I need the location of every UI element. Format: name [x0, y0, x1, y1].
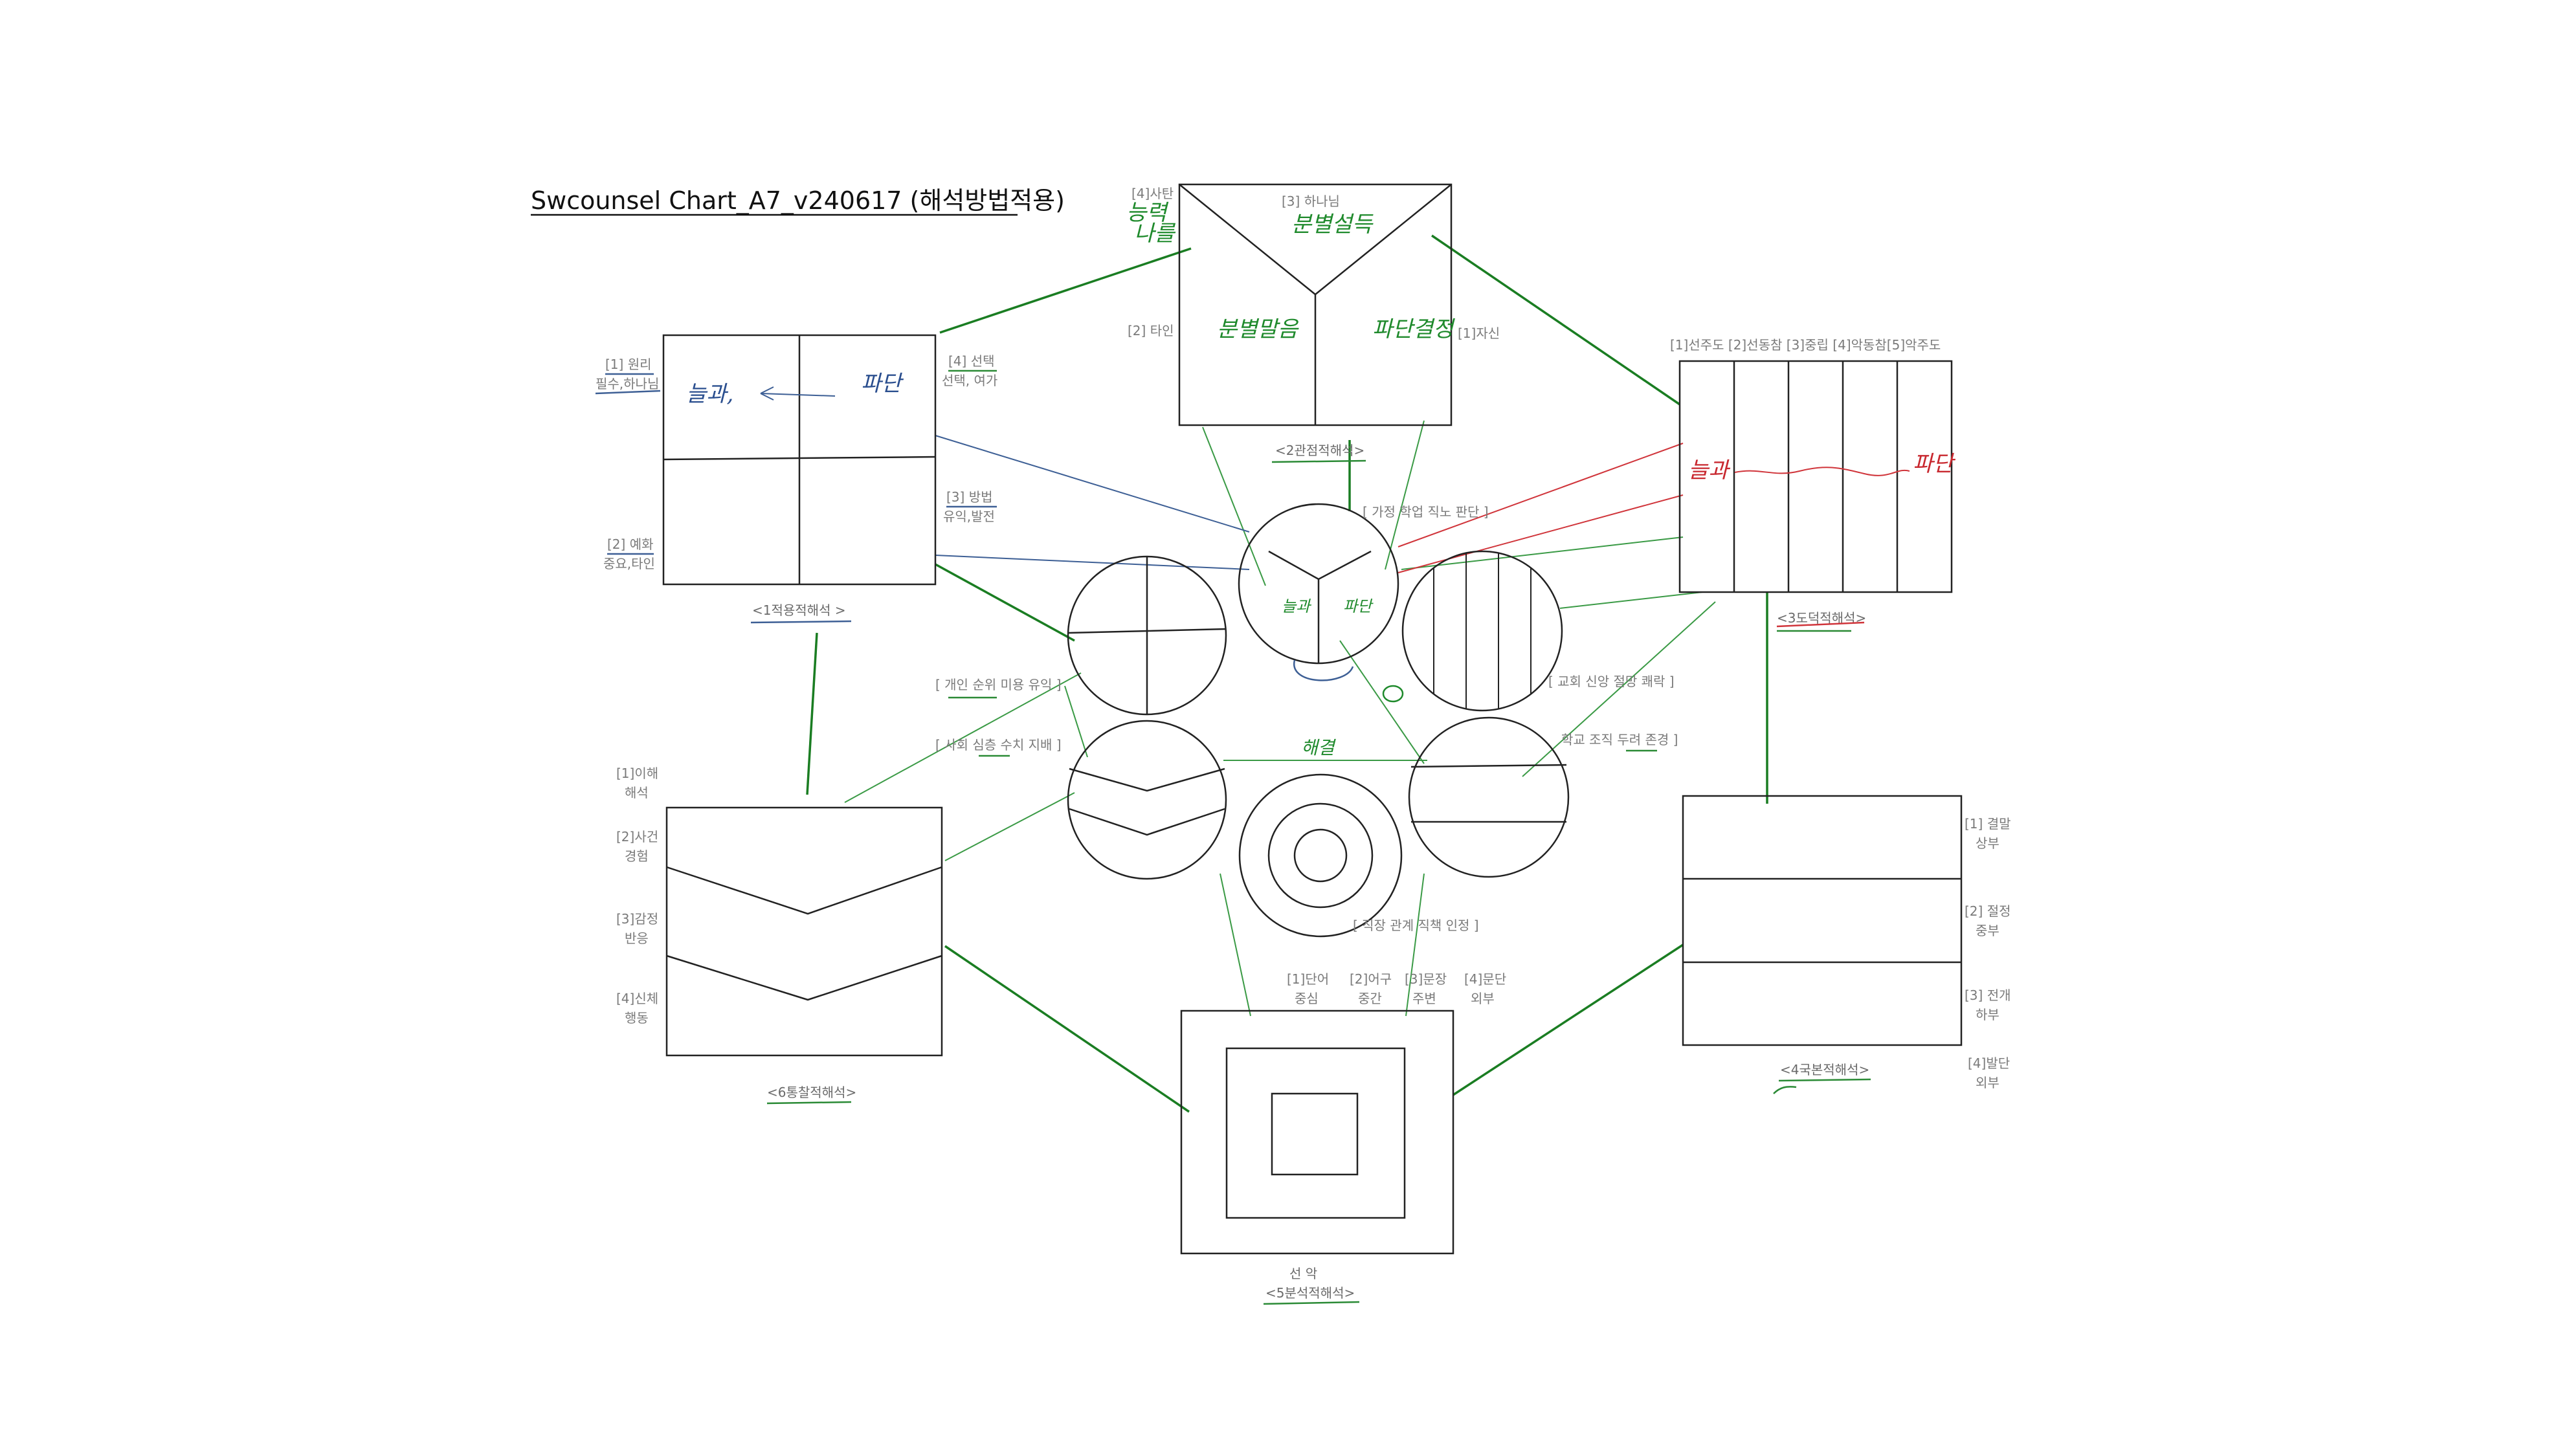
- center-label-work: [ 직장 관계 직책 인정 ]: [1353, 918, 1479, 933]
- box4-label-1: [1] 결말: [1965, 816, 2011, 832]
- box1-hand-right: 파단: [861, 371, 904, 397]
- box1-label-1-sub: 필수,하나님: [596, 376, 659, 392]
- box2-label-3: [3] 하나님: [1282, 193, 1340, 209]
- box1-hand-left: 늘과,: [686, 381, 733, 407]
- box5-label-2-sub: 중간: [1358, 991, 1382, 1006]
- center-label-personal: [ 개인 순위 미용 유익 ]: [935, 677, 1062, 692]
- box2-label-2: [2] 타인: [1128, 323, 1174, 338]
- box2-hand-4: 분별말음: [1217, 316, 1299, 342]
- box3-hand-left: 늘과: [1688, 458, 1730, 483]
- center-cluster: 늘과 파단 해결 [ 가정 학업 직노 판단 ] [ 개인 순위 미용 유익 ]…: [935, 503, 1678, 938]
- box2-label-1: [1]자신: [1458, 325, 1500, 341]
- box6-label-2-sub: 경험: [625, 848, 649, 864]
- box3-moral: [1]선주도 [2]선동참 [3]중립 [4]악동참[5]악주도 늘과 파단 <…: [1670, 337, 1955, 632]
- chart-title: Swcounsel Chart_A7_v240617 (해석방법적용): [531, 186, 1065, 215]
- center-hand-top-2: 파단: [1343, 597, 1374, 615]
- box1-label-4-sub: 선택, 여가: [942, 373, 997, 388]
- box6-label-4-sub: 행동: [625, 1010, 649, 1026]
- box1-applicative: 늘과, 파단 [1] 원리 필수,하나님 [4] 선택 선택, 여가 [3] 방…: [595, 334, 997, 624]
- box1-label-2: [2] 예화: [607, 536, 654, 552]
- box5-top-text: 선 악: [1289, 1266, 1317, 1281]
- box6-label-3: [3]감정: [616, 911, 658, 927]
- box2-hand-2: 나를: [1134, 221, 1176, 247]
- center-hand-mid: 해결: [1301, 737, 1337, 758]
- box6-label-4: [4]신체: [616, 991, 658, 1006]
- box4-label-4-sub: 외부: [1976, 1075, 1999, 1090]
- box6-label-1: [1]이해: [616, 766, 658, 781]
- box1-label-3: [3] 방법: [946, 489, 993, 505]
- box1-label-2-sub: 중요,타인: [603, 556, 655, 571]
- box2-hand-5: 파단결정: [1372, 316, 1456, 342]
- box4-label-3-sub: 하부: [1976, 1007, 1999, 1022]
- box5-label-2: [2]어구: [1350, 971, 1392, 987]
- box4-label-1-sub: 상부: [1976, 835, 1999, 851]
- box5-label-1-sub: 중심: [1295, 991, 1319, 1006]
- box3-hand-right: 파단: [1913, 451, 1955, 477]
- box1-label-1: [1] 원리: [605, 357, 652, 372]
- box1-label-4: [4] 선택: [948, 353, 995, 369]
- center-label-school: 학교 조직 두려 존경 ]: [1561, 732, 1678, 747]
- center-label-church: [ 교회 신앙 절망 쾌락 ]: [1548, 674, 1675, 689]
- box5-label-4-sub: 외부: [1471, 991, 1495, 1006]
- box5-label-3-sub: 주변: [1412, 991, 1436, 1006]
- box4-caption: <4국본적해석>: [1780, 1062, 1869, 1077]
- box1-label-3-sub: 유익,발전: [943, 509, 995, 524]
- box5-label-1: [1]단어: [1287, 971, 1329, 987]
- box2-perspective: [4]사탄 능력 나를 [3] 하나님 분별설득 [2] 타인 분별말음 [1]…: [1126, 183, 1500, 463]
- box4-label-2: [2] 절정: [1965, 903, 2011, 919]
- box4-label-4: [4]발단: [1968, 1055, 2010, 1071]
- box4-label-2-sub: 중부: [1976, 923, 1999, 938]
- center-label-home: [ 가정 학업 직노 판단 ]: [1363, 504, 1489, 520]
- box2-hand-3: 분별설득: [1291, 212, 1374, 237]
- box6-label-2: [2]사건: [616, 829, 658, 844]
- box6-caption: <6통찰적해석>: [767, 1085, 856, 1100]
- box3-header: [1]선주도 [2]선동참 [3]중립 [4]악동참[5]악주도: [1670, 337, 1941, 353]
- box2-hand-1: 능력: [1126, 200, 1169, 226]
- box1-caption: <1적용적해석 >: [752, 602, 846, 618]
- center-label-society: [ 사회 심층 수치 지배 ]: [935, 737, 1062, 753]
- center-hand-top-1: 늘과: [1282, 597, 1311, 615]
- box4-label-3: [3] 전개: [1965, 987, 2011, 1003]
- box2-label-4: [4]사탄: [1131, 186, 1174, 201]
- box5-caption: <5분석적해석>: [1265, 1285, 1355, 1301]
- box5-label-4: [4]문단: [1464, 971, 1506, 987]
- box6-insight: [1]이해 해석 [2]사건 경험 [3]감정 반응 [4]신체 행동 <6통찰…: [616, 766, 943, 1105]
- box5-analytical: [1]단어 중심 [2]어구 중간 [3]문장 주변 [4]문단 외부 선 악 …: [1180, 971, 1506, 1305]
- box4-narrative: [1] 결말 상부 [2] 절정 중부 [3] 전개 하부 [4]발단 외부 <…: [1682, 795, 2011, 1094]
- connector-lines: [806, 234, 1768, 1113]
- box6-label-3-sub: 반응: [625, 931, 649, 946]
- box6-label-1-sub: 해석: [625, 785, 649, 800]
- box5-label-3: [3]문장: [1405, 971, 1447, 987]
- box2-caption: <2관점적해석>: [1275, 443, 1364, 458]
